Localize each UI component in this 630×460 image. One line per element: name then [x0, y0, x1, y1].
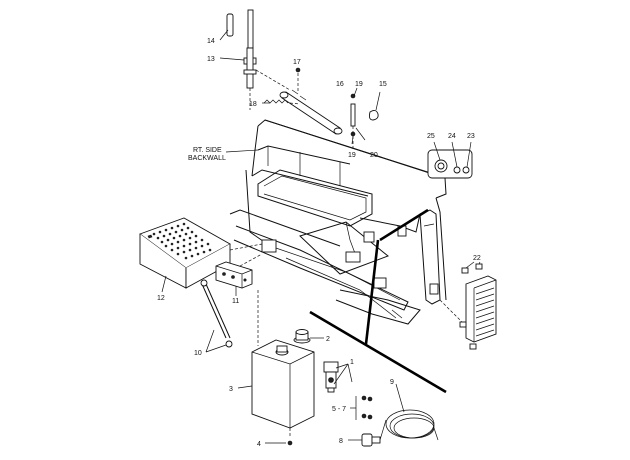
label-19-bottom: 19: [348, 152, 356, 159]
label-8: 8: [339, 438, 343, 445]
label-3: 3: [229, 386, 233, 393]
label-25: 25: [427, 133, 435, 140]
label-1: 1: [350, 359, 354, 366]
label-24: 24: [448, 133, 456, 140]
control-panel-box: [427, 149, 473, 179]
label-14: 14: [207, 38, 215, 45]
label-11: 11: [232, 298, 239, 305]
part-12-grille: [139, 217, 231, 289]
part-22-filter: [459, 263, 497, 350]
label-18: 18: [249, 101, 257, 108]
part-3-tank: [251, 339, 315, 429]
part-5-7-hardware: [361, 395, 373, 420]
part-4-screw: [287, 428, 293, 446]
part-2-cap: [293, 329, 311, 344]
label-23: 23: [467, 133, 475, 140]
label-16: 16: [336, 81, 344, 88]
label-15: 15: [379, 81, 387, 88]
part-13-bracket: [243, 47, 257, 89]
main-frame: [229, 119, 447, 325]
label-2: 2: [326, 336, 330, 343]
label-20: 20: [370, 152, 378, 159]
part-9-hose: [379, 409, 439, 441]
part-10-rod: [200, 279, 233, 348]
label-22: 22: [473, 255, 481, 262]
label-10: 10: [194, 350, 202, 357]
part-8-fitting: [361, 433, 381, 447]
label-17: 17: [293, 59, 301, 66]
part-17-fastener: [295, 67, 301, 92]
part-14-pin: [226, 9, 254, 49]
label-5-7: 5 - 7: [332, 406, 346, 413]
part-11-block: [215, 261, 253, 289]
part-1-sender: [323, 361, 339, 393]
label-19-top: 19: [355, 81, 363, 88]
part-15-clip: [368, 109, 379, 121]
grille-perforations: [152, 222, 212, 260]
part-19-pin-top: [350, 93, 356, 99]
label-4: 4: [257, 441, 261, 448]
callout-labels: 14 13 17 16 19 15 18 19 20 RT. SIDE BACK…: [157, 38, 481, 448]
label-9: 9: [390, 379, 394, 386]
part-20-rod: [350, 103, 356, 127]
label-13: 13: [207, 56, 215, 63]
label-backwall-line1: RT. SIDE: [193, 147, 222, 154]
label-12: 12: [157, 295, 165, 302]
label-backwall-line2: BACKWALL: [188, 155, 226, 162]
part-18-spring: [263, 99, 289, 104]
part-16-shaft: [279, 89, 343, 135]
